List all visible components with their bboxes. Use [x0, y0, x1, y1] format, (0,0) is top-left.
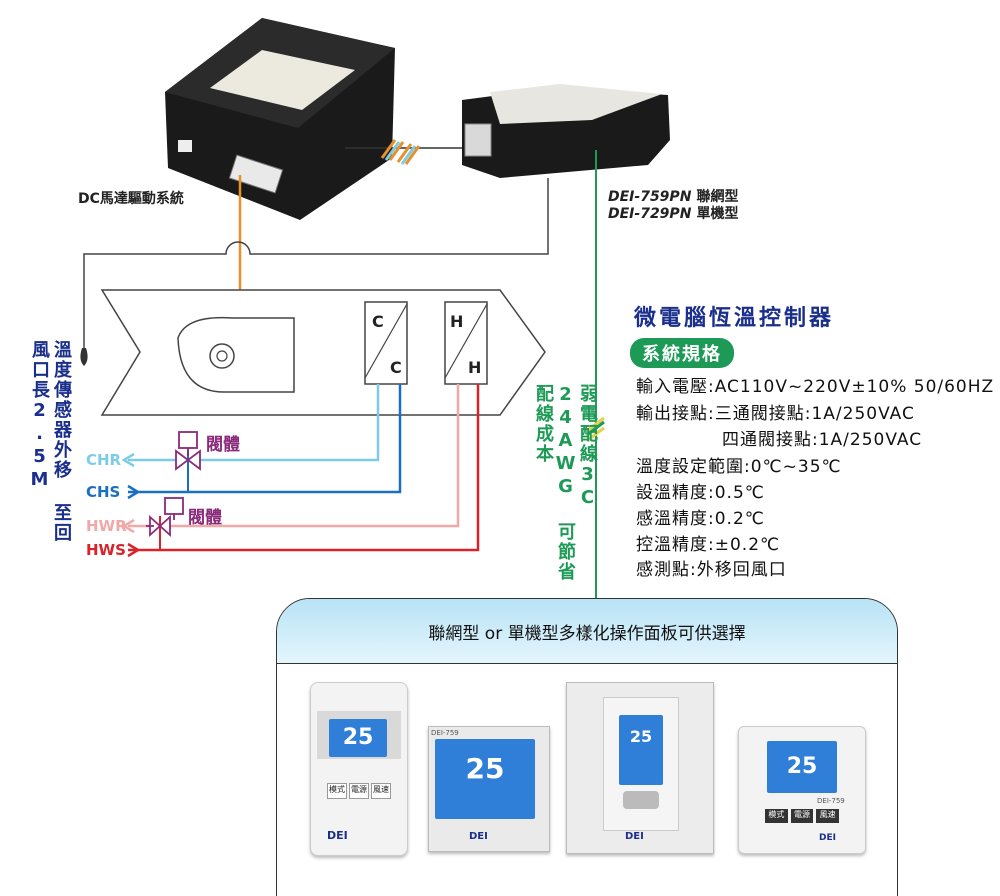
panel-b-brand: DEI: [469, 831, 488, 842]
panel-d: 25 DEI-759 模式 電源 風速 DEI: [738, 726, 866, 854]
sensor-note: 溫度傳感器外移 至回風口長2.5M: [28, 340, 72, 550]
panel-d-lcd: 25: [767, 741, 837, 793]
chr-label: CHR: [86, 451, 122, 469]
panel-d-temp: 25: [786, 754, 818, 779]
controller-models: DEI-759PN 聯網型 DEI-729PN 單機型: [608, 188, 739, 222]
panel-a: 25 模式 電源 風速 DEI: [310, 682, 408, 856]
panel-header: 聯網型 or 單機型多樣化操作面板可供選擇: [277, 599, 897, 664]
spec-badge: 系統規格: [630, 338, 734, 368]
panel-d-buttons: 模式 電源 風速: [765, 809, 840, 823]
three-way-valve-2: [146, 497, 184, 538]
panel-d-power-button[interactable]: 電源: [790, 809, 814, 823]
sensor-note-line-2: 至回風口長2.5M: [29, 340, 72, 543]
wiring-note-line-2: 可節省配線成本: [533, 384, 576, 582]
sensor-note-line-1: 溫度傳感器外移: [51, 340, 72, 480]
panel-c-brand: DEI: [625, 831, 644, 842]
panel-a-fan-button[interactable]: 風速: [371, 783, 391, 799]
panel-d-fan-button[interactable]: 風速: [816, 809, 840, 823]
controller-model-2-suffix: 單機型: [696, 206, 739, 222]
valve-label-1: 閥體: [206, 435, 240, 455]
panel-b-lcd: 25: [435, 739, 535, 819]
panel-a-brand: DEI: [327, 829, 348, 842]
wiring-note: 弱電配線3C 24AWG 可節省配線成本: [532, 384, 598, 584]
panel-a-temp: 25: [342, 725, 374, 750]
spec-line-set-precision: 設溫精度:0.5℃: [636, 483, 765, 503]
spec-line-sense-precision: 感溫精度:0.2℃: [636, 509, 765, 529]
motor-driver-label: DC馬達驅動系統: [78, 191, 184, 207]
panel-a-buttons: 模式 電源 風速: [327, 783, 391, 799]
spec-line-output: 輸出接點:三通閥接點:1A/250VAC: [636, 404, 915, 424]
panel-c-lcd: 25: [619, 715, 663, 785]
coil-c-bottom: C: [390, 358, 402, 377]
three-way-valve-1: [175, 431, 201, 471]
spec-title: 微電腦恆溫控制器: [634, 306, 835, 331]
valve-label-2: 閥體: [188, 508, 222, 528]
panel-c-temp: 25: [629, 727, 653, 746]
controller-model-2: DEI-729PN: [608, 206, 692, 222]
panel-a-power-button[interactable]: 電源: [349, 783, 369, 799]
spec-line-voltage: 輸入電壓:AC110V~220V±10% 50/60HZ: [636, 377, 995, 397]
panel-b-model: DEI-759: [431, 729, 459, 737]
hwr-label: HWR: [86, 517, 127, 535]
blower-fan: [177, 316, 295, 393]
motor-driver-box: [165, 18, 395, 220]
panel-d-brand: DEI: [819, 833, 836, 843]
chs-label: CHS: [86, 483, 121, 501]
coil-h-bottom: H: [468, 358, 482, 377]
panel-d-model: DEI-759: [817, 797, 845, 805]
panel-c: 25 DEI: [566, 682, 714, 854]
controller-model-1: DEI-759PN: [608, 189, 692, 205]
controller-model-1-suffix: 聯網型: [696, 189, 739, 205]
hws-label: HWS: [86, 541, 126, 559]
coil-c-top: C: [372, 312, 384, 331]
spec-line-sensor-point: 感測點:外移回風口: [636, 560, 787, 580]
wiring-note-line-1: 弱電配線3C 24AWG: [555, 384, 598, 510]
controller-box: [462, 84, 670, 178]
spec-line-range: 溫度設定範圍:0℃~35℃: [636, 457, 842, 477]
spec-line-control-precision: 控溫精度:±0.2℃: [636, 535, 781, 555]
spec-line-four-way: 四通閥接點:1A/250VAC: [722, 430, 923, 450]
panel-c-control-button[interactable]: [623, 791, 659, 809]
coil-h-top: H: [450, 312, 464, 331]
panel-a-lcd: 25: [329, 719, 387, 757]
panel-b: DEI-759 25 DEI: [428, 726, 550, 852]
panel-b-temp: 25: [465, 752, 505, 785]
panel-d-mode-button[interactable]: 模式: [765, 809, 788, 823]
panel-a-mode-button[interactable]: 模式: [327, 783, 347, 799]
